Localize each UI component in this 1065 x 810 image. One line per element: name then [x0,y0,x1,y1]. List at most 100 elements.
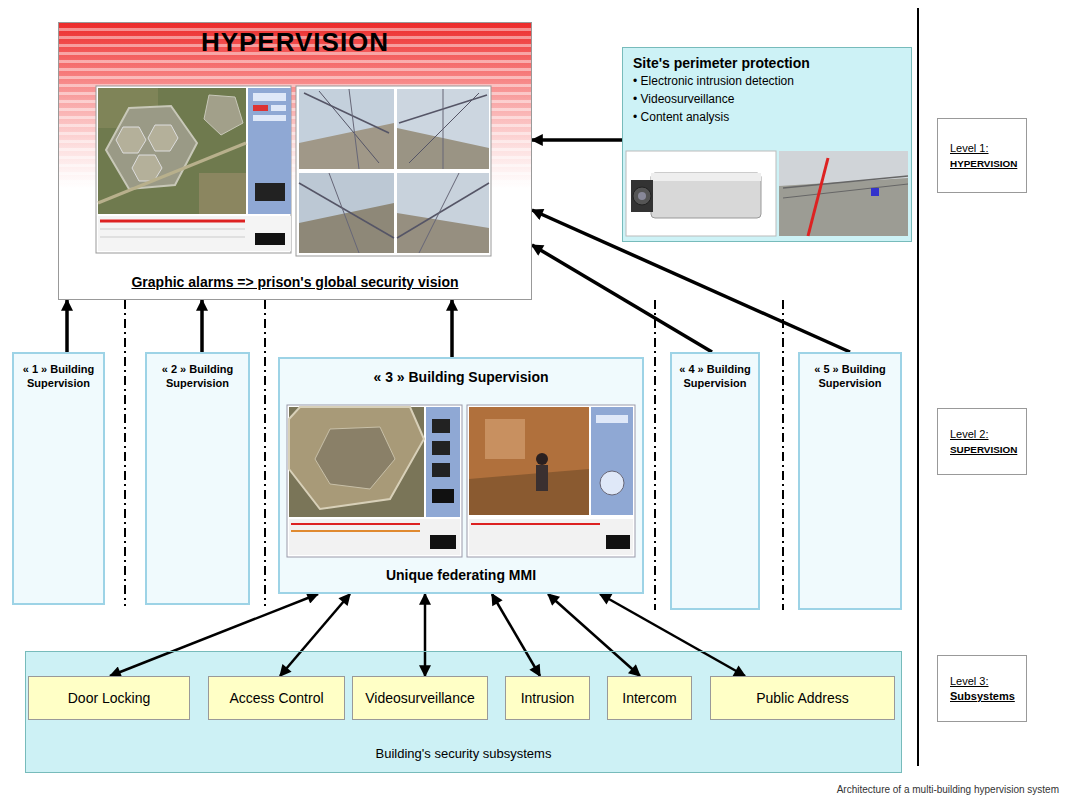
drawing-rect [98,88,246,214]
drawing-polygon [779,151,908,186]
band-fill [25,651,902,773]
level-name: HYPERVISION [950,156,1014,171]
building-separator [264,300,266,606]
drawing-rect [271,105,286,111]
camera-view [299,173,394,253]
drawing-rect [432,489,454,503]
supervision-screenshots [280,359,642,592]
subsystem-box: Intrusion [505,676,590,720]
level-box: Level 2:SUPERVISION [937,408,1027,475]
hypervision-screenshots [59,23,531,299]
level-number: Level 2: [950,427,1014,442]
drawing-line [100,229,245,230]
building-box: « 4 » Building Supervision [670,352,760,610]
drawing-rect [299,173,394,253]
connector-arrow [110,594,318,676]
drawing-polygon [469,469,589,515]
drawing-rect [289,407,424,517]
level-number: Level 1: [950,141,1014,156]
drawing-rect [255,183,285,201]
connector-arrow [450,300,454,357]
level-name: Subsystems [950,689,1014,704]
drawing-circle [633,187,651,205]
subsystem-box: Intercom [607,676,692,720]
connector-arrow [548,594,640,676]
drawing-rect [467,405,635,557]
drawing-rect [469,407,589,515]
drawing-rect [432,419,450,433]
drawing-polygon [116,127,146,153]
drawing-rect [253,93,286,101]
drawing-rect [253,115,286,121]
drawing-line [808,158,828,236]
box-heading: Site's perimeter protection [633,54,901,72]
building-label: « 4 » Building Supervision [678,362,752,390]
drawing-line [471,523,600,525]
connector-arrow [200,300,204,352]
drawing-line [98,143,246,203]
drawing-rect [98,216,291,251]
panel-title: HYPERVISION [201,27,389,57]
drawing-rect [397,89,489,169]
subsystem-label: Access Control [229,690,323,707]
drawing-rect [255,233,285,245]
drawing-rect [248,88,291,214]
drawing-rect [289,519,460,555]
drawing-line [397,183,489,238]
drawing-rect [626,151,776,236]
drawing-line [409,93,479,163]
drawing-rect [485,419,525,459]
panel-caption: Graphic alarms => prison's global securi… [131,274,458,291]
subsystem-label: Intrusion [521,690,575,707]
drawing-line [291,523,420,525]
drawing-rect [199,173,246,214]
drawing-rect [426,407,460,517]
mmi-label: Unique federating MMI [386,567,536,584]
building-box: « 5 » Building Supervision [798,352,902,610]
building-box: « 3 » Building SupervisionUnique federat… [278,357,644,594]
level-divider [917,8,919,766]
drawing-polygon [148,125,178,151]
drawing-circle [536,453,548,465]
camera-view [397,89,489,169]
drawing-line [291,530,420,532]
bullet-item: • Electronic intrusion detection [633,72,901,90]
connector-arrow [532,138,622,142]
drawing-line [319,91,379,163]
camera-view [299,89,394,169]
building-box: « 2 » Building Supervision [145,352,250,605]
drawing-line [349,89,359,169]
drawing-circle [638,192,646,200]
drawing-line [304,93,389,133]
drawing-line [299,183,394,238]
building-separator [654,300,656,610]
connector-arrow [492,594,540,676]
subsystem-box: Access Control [208,676,345,720]
subsystem-box: Public Address [710,676,895,720]
drawing-rect [397,173,489,253]
level-box: Level 1:HYPERVISION [937,118,1027,193]
drawing-rect [96,86,291,253]
subsystem-box: Door Locking [28,676,190,720]
level-number: Level 3: [950,674,1014,689]
subsystem-label: Door Locking [68,690,151,707]
drawing-rect [871,188,879,196]
building-label: « 3 » Building Supervision [373,369,548,386]
subsystem-label: Intercom [622,690,676,707]
building-separator [782,300,784,610]
connector-arrow [65,300,69,352]
drawing-polygon [106,106,197,189]
building-label: « 1 » Building Supervision [22,362,96,390]
connector-arrow [280,594,350,676]
figure-caption: Architecture of a multi-building hypervi… [837,784,1059,795]
band-label: Building's security subsystems [376,746,552,762]
level-box: Level 3:Subsystems [937,655,1027,722]
drawing-rect [779,151,908,236]
level-name: SUPERVISION [950,442,1014,457]
drawing-rect [651,173,761,218]
subsystem-band: Building's security subsystems Door Locki… [25,651,902,773]
drawing-rect [253,105,268,111]
drawing-line [100,220,245,223]
drawing-line [443,89,444,169]
building-label: « 5 » Building Supervision [813,362,887,390]
